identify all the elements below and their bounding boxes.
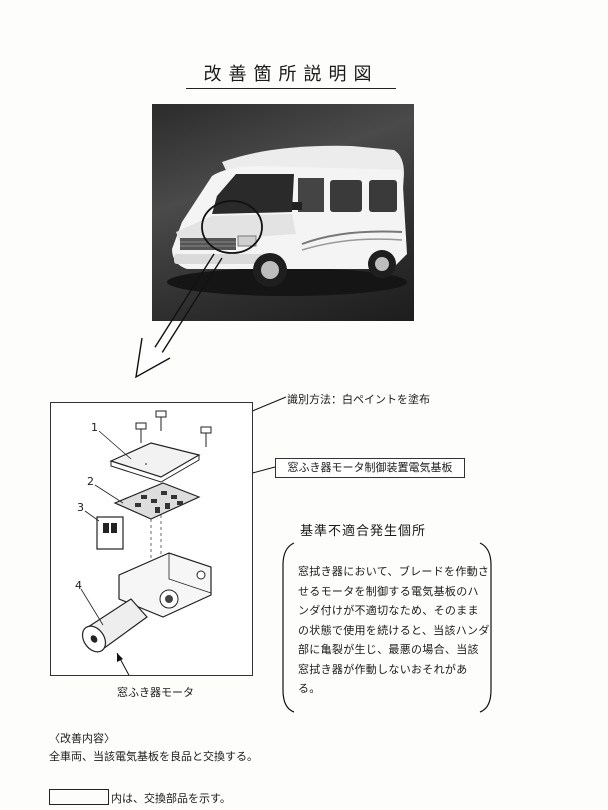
part-number-1: 1 xyxy=(91,421,98,434)
part-number-3: 3 xyxy=(77,501,84,514)
part-number-2: 2 xyxy=(87,475,94,488)
replacement-part-label: 窓ふき器モータ制御装置電気基板 xyxy=(275,458,465,478)
defect-location-title: 基準不適合発生個所 xyxy=(300,524,427,539)
part-number-4: 4 xyxy=(75,579,82,592)
motor-caption: 窓ふき器モータ xyxy=(117,686,194,699)
callout-arrow-head xyxy=(135,337,171,379)
page-title: 改善箇所説明図 xyxy=(186,60,396,89)
improvement-heading: 〈改善内容〉 xyxy=(49,732,115,745)
defect-description: 窓拭き器において、ブレードを作動させるモータを制御する電気基板のハンダ付けが不適… xyxy=(298,565,490,695)
identification-note: 識別方法：白ペイントを塗布 xyxy=(287,393,430,406)
wiper-motor-diagram: 1 2 3 4 xyxy=(50,402,253,676)
improvement-body: 全車両、当該電気基板を良品と交換する。 xyxy=(49,750,258,763)
legend-text: 内は、交換部品を示す。 xyxy=(111,792,231,805)
legend-box xyxy=(49,789,109,805)
vehicle-photo xyxy=(152,104,414,321)
